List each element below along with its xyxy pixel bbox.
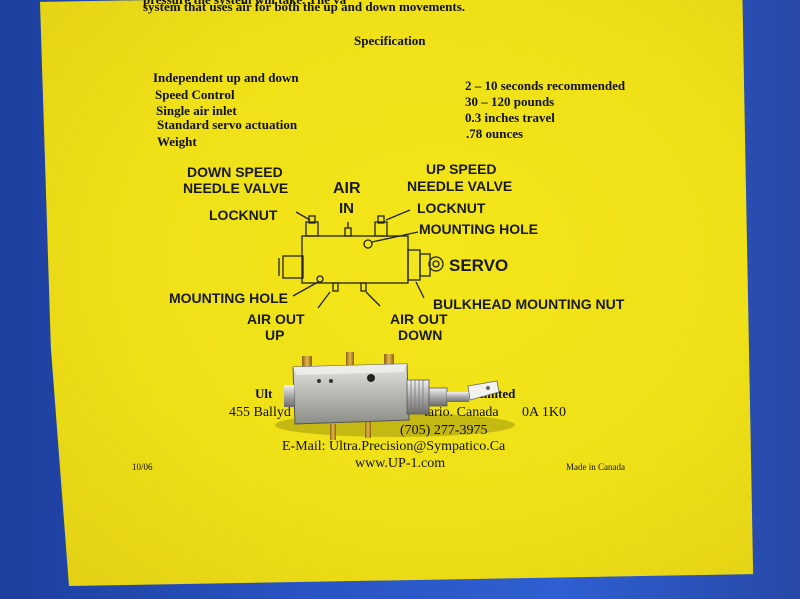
address-left: 455 Ballyd (229, 405, 291, 420)
label-air-out-down-1: AIR OUT (390, 311, 448, 327)
spec-label: Weight (157, 134, 197, 149)
address-mid: tario. Canada (424, 405, 499, 420)
label-servo: SERVO (449, 256, 509, 275)
label-air-out-up-2: UP (265, 327, 285, 343)
label-air-out-up-1: AIR OUT (247, 311, 305, 327)
spec-value: 30 – 120 pounds (465, 94, 555, 109)
spec-label: Single air inlet (156, 103, 237, 118)
label-in: IN (339, 200, 354, 217)
label-up-speed: UP SPEED (426, 161, 497, 177)
label-air: AIR (333, 180, 361, 197)
spec-title: Specification (354, 33, 426, 48)
phone: (705) 277-3975 (400, 423, 488, 439)
date-code: 10/06 (132, 462, 153, 472)
label-mounting-hole-left: MOUNTING HOLE (169, 290, 288, 306)
spec-label: Standard servo actuation (157, 117, 298, 132)
spec-value: .78 ounces (466, 126, 524, 141)
spec-value: 0.3 inches travel (465, 110, 555, 125)
instruction-sheet (40, 0, 754, 586)
spec-label: Speed Control (155, 87, 235, 102)
label-needle-valve-left: NEEDLE VALVE (183, 180, 289, 196)
label-locknut-left: LOCKNUT (209, 207, 278, 223)
spec-label: Independent up and down (153, 70, 299, 85)
spec-value: 2 – 10 seconds recommended (465, 78, 626, 93)
email: E-Mail: Ultra.Precision@Sympatico.Ca (282, 439, 506, 454)
label-locknut-right: LOCKNUT (417, 200, 486, 216)
header-line-1: pressure the system will take. The va (143, 0, 346, 8)
website: www.UP-1.com (355, 456, 446, 471)
address-right: 0A 1K0 (522, 405, 566, 420)
header-line-2: system that uses air for both the up and… (143, 0, 466, 14)
made-in: Made in Canada (566, 462, 625, 472)
label-needle-valve-right: NEEDLE VALVE (407, 178, 513, 194)
company-fragment-left: Ult (255, 386, 273, 401)
label-bulkhead-nut: BULKHEAD MOUNTING NUT (433, 296, 625, 312)
label-down-speed: DOWN SPEED (187, 164, 283, 180)
label-mounting-hole-right: MOUNTING HOLE (419, 221, 538, 237)
label-air-out-down-2: DOWN (398, 327, 443, 343)
